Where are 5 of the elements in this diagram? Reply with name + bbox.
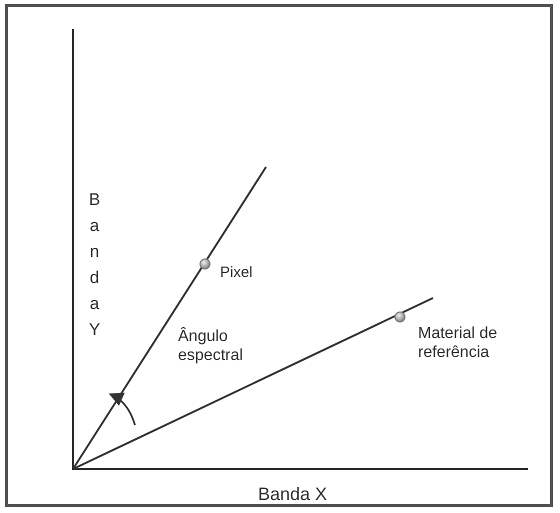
point-label: Material de referência [418,324,498,362]
point-label: Pixel [220,264,253,282]
angle-label: Ângulo espectral [178,327,244,366]
axis-label: Banda Y [88,189,102,341]
axis-label: Banda X [258,484,328,504]
